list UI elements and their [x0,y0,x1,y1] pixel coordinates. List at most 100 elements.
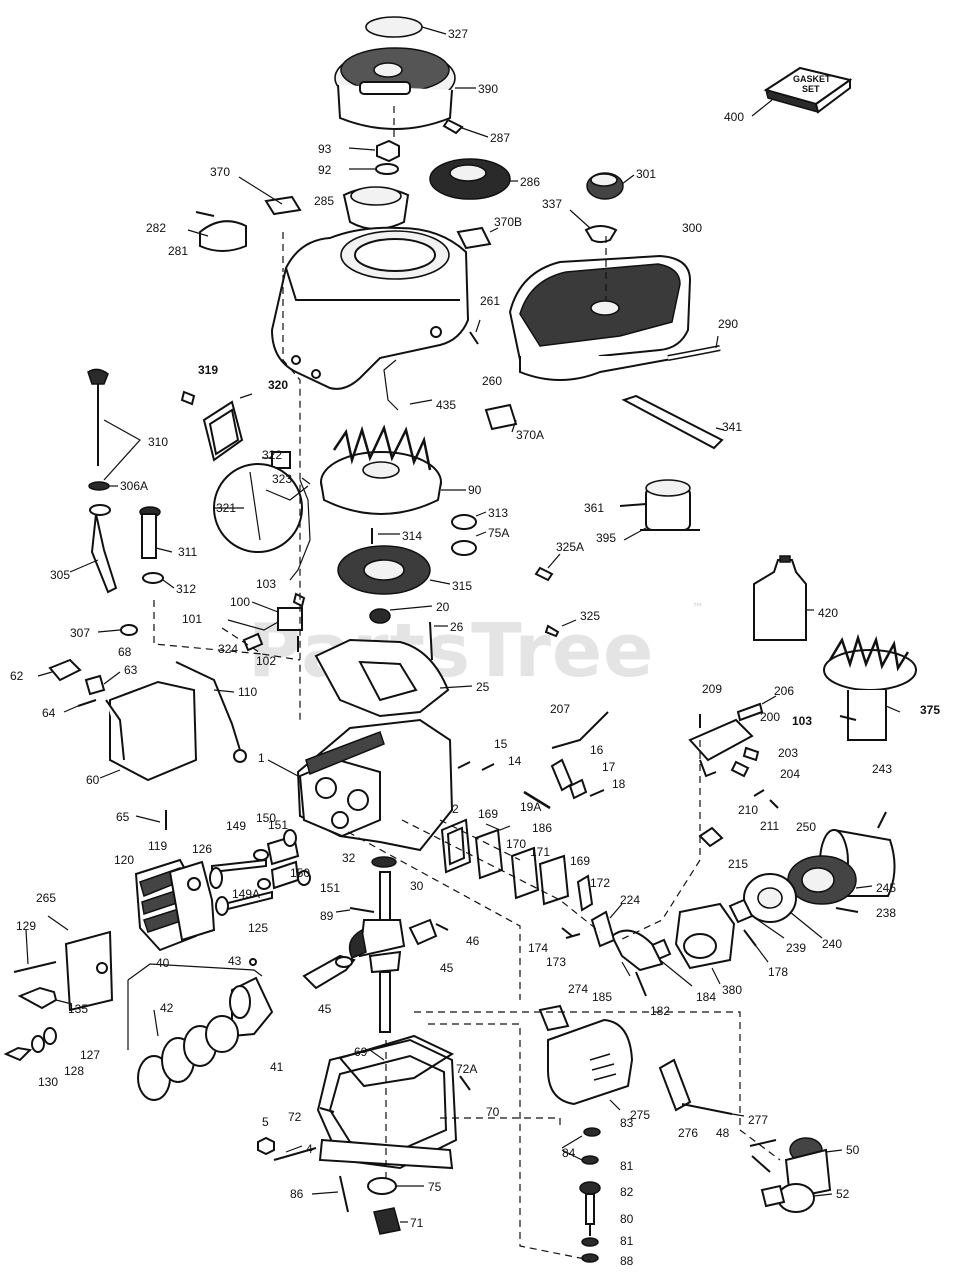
fuel-line-290[interactable] [667,335,721,361]
part-label-169a[interactable]: 169 [478,807,498,821]
gasket-172[interactable] [576,874,594,912]
air-filter-element-245[interactable] [787,855,873,905]
oil-pump-base-52[interactable] [760,1183,833,1213]
screw-174[interactable] [561,927,573,937]
carburetor-380[interactable] [674,902,736,985]
part-label-100[interactable]: 100 [230,595,250,609]
retainer-149A[interactable] [257,878,271,890]
part-label-150a[interactable]: 150 [256,811,276,825]
part-label-172[interactable]: 172 [590,876,610,890]
part-label-337[interactable]: 337 [542,197,562,211]
fuel-cap[interactable] [586,172,635,200]
part-label-42[interactable]: 42 [160,1001,174,1015]
part-label-240[interactable]: 240 [822,937,842,951]
decal-370B[interactable] [456,226,499,250]
grommet-307[interactable] [97,624,138,636]
link-207[interactable] [551,711,609,749]
spark-plug-135[interactable] [17,986,73,1010]
part-label-149A[interactable]: 149A [232,887,260,901]
part-label-169b[interactable]: 169 [570,854,590,868]
wire-110[interactable] [175,661,247,763]
part-label-81b[interactable]: 81 [620,1234,634,1248]
retainer-149[interactable] [253,849,269,861]
screw-238[interactable] [835,907,859,913]
part-label-282[interactable]: 282 [146,221,166,235]
part-label-75A[interactable]: 75A [488,526,509,540]
nut-20[interactable] [369,605,433,624]
valve-126[interactable] [209,858,267,889]
part-label-119[interactable]: 119 [148,839,167,853]
part-label-72A[interactable]: 72A [456,1062,477,1076]
part-label-48[interactable]: 48 [716,1126,730,1140]
part-label-276[interactable]: 276 [678,1126,698,1140]
part-label-300[interactable]: 300 [682,221,702,235]
guard-276[interactable] [658,1058,692,1112]
part-label-69[interactable]: 69 [354,1045,368,1059]
part-label-120[interactable]: 120 [114,853,134,867]
bracket-84[interactable] [561,1135,583,1161]
part-label-4[interactable]: 4 [306,1142,313,1156]
part-label-18[interactable]: 18 [612,777,626,791]
part-label-178[interactable]: 178 [768,965,788,979]
spring-203[interactable] [742,746,760,762]
spring-19A[interactable] [523,790,551,810]
clip-63[interactable] [84,671,121,696]
part-label-305[interactable]: 305 [50,568,70,582]
part-label-435[interactable]: 435 [436,398,456,412]
part-label-380[interactable]: 380 [722,983,742,997]
ignition-module-100[interactable] [251,601,303,631]
part-label-2[interactable]: 2 [452,802,459,816]
part-label-127[interactable]: 127 [80,1048,100,1062]
part-label-315[interactable]: 315 [452,579,472,593]
bolt-86[interactable] [311,1175,349,1213]
fuel-tank[interactable] [508,254,692,381]
screw-46[interactable] [435,923,449,931]
screw-14[interactable] [481,763,495,771]
dipstick-310[interactable] [87,368,141,481]
screw-211[interactable] [769,799,779,809]
screw-314[interactable] [371,528,400,544]
part-label-361[interactable]: 361 [584,501,604,515]
spring-204[interactable] [730,760,750,778]
part-label-110[interactable]: 110 [238,685,257,699]
gear-82[interactable] [579,1181,601,1225]
part-label-390[interactable]: 390 [478,82,498,96]
part-label-90[interactable]: 90 [468,483,482,497]
part-label-84[interactable]: 84 [562,1146,576,1160]
part-label-184[interactable]: 184 [696,990,716,1004]
part-label-60[interactable]: 60 [86,773,100,787]
part-label-200[interactable]: 200 [760,710,780,724]
plate-170[interactable] [474,828,504,880]
screw-72[interactable] [319,1107,335,1113]
screw-15[interactable] [457,761,471,769]
part-label-81a[interactable]: 81 [620,1159,634,1173]
part-label-203[interactable]: 203 [778,746,798,760]
part-label-310[interactable]: 310 [148,435,168,449]
spring-186[interactable] [485,823,511,831]
armature-315[interactable] [337,545,451,595]
cover-60[interactable] [99,680,198,782]
part-label-171[interactable]: 171 [530,845,550,859]
part-label-186[interactable]: 186 [532,821,552,835]
part-label-80[interactable]: 80 [620,1212,634,1226]
screw-18[interactable] [589,789,605,797]
part-label-324[interactable]: 324 [218,642,238,656]
part-label-63[interactable]: 63 [124,663,138,677]
screw-103b[interactable] [839,715,857,721]
part-label-45b[interactable]: 45 [318,1002,332,1016]
part-label-16[interactable]: 16 [590,743,604,757]
seal-312[interactable] [142,572,175,589]
pin-48[interactable] [749,1139,777,1173]
part-label-301[interactable]: 301 [636,167,656,181]
bracket-281[interactable] [187,211,247,252]
part-label-210[interactable]: 210 [738,803,758,817]
bracket-62[interactable] [37,658,82,682]
part-label-211[interactable]: 211 [760,819,779,833]
ring-127[interactable] [43,1027,57,1045]
part-label-41[interactable]: 41 [270,1060,284,1074]
plug-319[interactable] [180,390,196,406]
part-label-52[interactable]: 52 [836,1187,850,1201]
screw-178[interactable] [743,929,769,963]
part-label-71[interactable]: 71 [410,1216,424,1230]
screw-243[interactable] [877,811,887,829]
